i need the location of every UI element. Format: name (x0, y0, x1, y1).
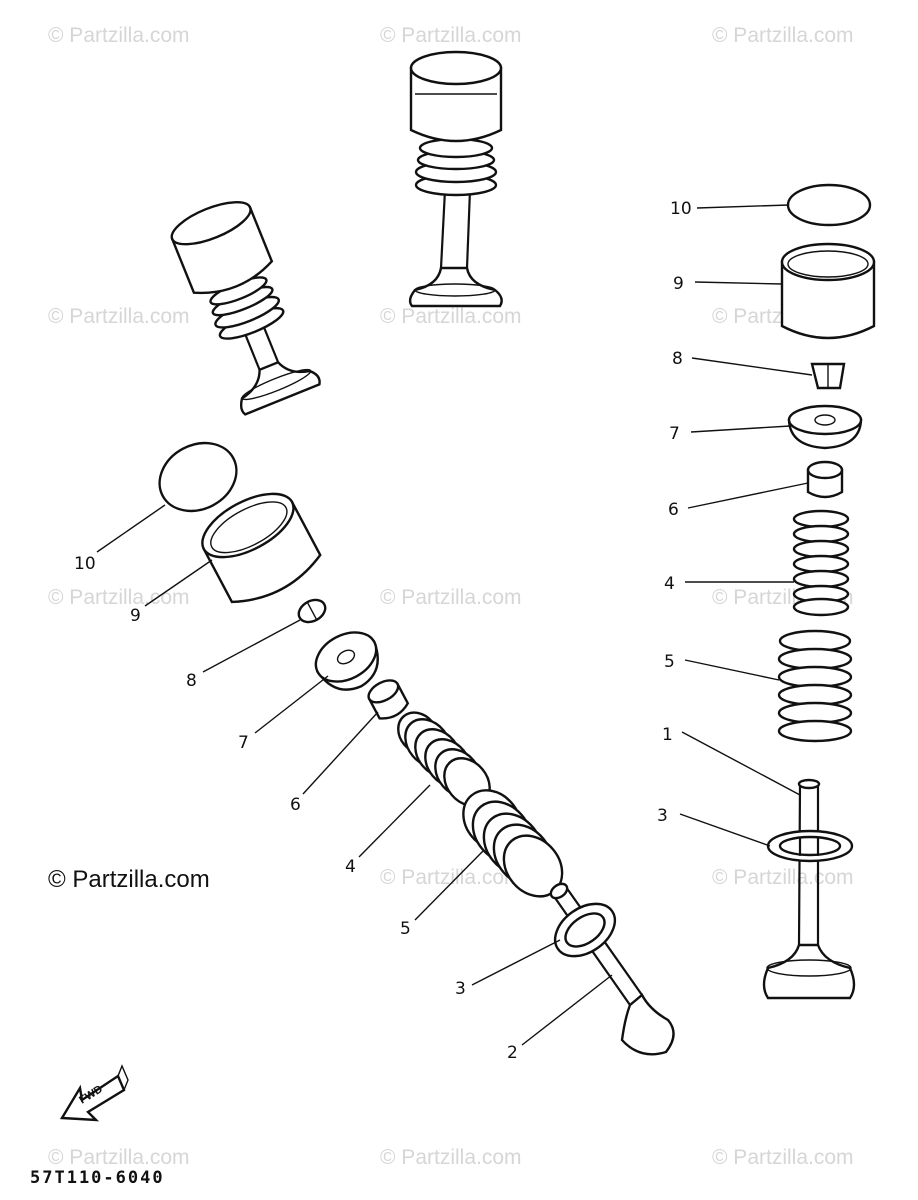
callout-8-right: 8 (672, 349, 683, 369)
bucket-part-9-right (780, 260, 876, 340)
watermark: © Partzilla.com (48, 305, 190, 328)
outer-spring-part-5-left (462, 789, 564, 898)
washer-part-3-left (553, 902, 617, 958)
watermark: © Partzilla.com (48, 586, 190, 609)
callout-7-left: 7 (238, 733, 249, 753)
bucket-part-9-left (201, 492, 322, 604)
shim-part-10-left (158, 441, 238, 513)
stem-seal-part-6-left (367, 679, 410, 720)
callout-3-right: 3 (657, 806, 668, 826)
callout-2-left: 2 (507, 1043, 518, 1063)
retainer-part-7-left (314, 631, 379, 691)
callout-3-left: 3 (455, 979, 466, 999)
callout-10-left: 10 (74, 554, 96, 574)
callout-5-left: 5 (400, 919, 411, 939)
inner-spring-part-4-right (792, 509, 850, 617)
fwd-arrow-icon: FWD (59, 1064, 129, 1122)
callout-labels: 10 9 8 7 6 4 5 1 3 10 9 8 7 6 4 5 3 2 (74, 199, 692, 1063)
callout-1-right: 1 (662, 725, 673, 745)
watermark: © Partzilla.com (380, 24, 522, 47)
watermark: © Partzilla.com (712, 24, 854, 47)
callout-4-right: 4 (664, 574, 675, 594)
watermark: © Partzilla.com (380, 866, 522, 889)
callout-6-right: 6 (668, 500, 679, 520)
diagram-part-number: 57T110-6040 (30, 1168, 165, 1188)
watermark: © Partzilla.com (48, 1146, 190, 1169)
washer-part-3-right (766, 829, 854, 863)
callout-4-left: 4 (345, 857, 356, 877)
keeper-part-8-left (297, 598, 327, 624)
left-diagonal-parts (158, 441, 675, 1056)
callout-8-left: 8 (186, 671, 197, 691)
outer-spring-part-5-right (777, 629, 853, 743)
valve-part-2-left (549, 882, 675, 1056)
copyright-watermark: © Partzilla.com (48, 866, 210, 893)
callout-9-left: 9 (130, 606, 141, 626)
inner-spring-part-4-left (397, 711, 491, 807)
shim-part-10-right (786, 183, 872, 227)
valve-part-1-right (762, 778, 856, 1000)
assembled-valve-upper-left (170, 201, 321, 416)
watermark: © Partzilla.com (712, 1146, 854, 1169)
watermark: © Partzilla.com (380, 305, 522, 328)
watermark: © Partzilla.com (380, 586, 522, 609)
callout-9-right: 9 (673, 274, 684, 294)
callout-10-right: 10 (670, 199, 692, 219)
leader-lines (96, 204, 813, 1046)
assembled-valve-top-center (408, 50, 503, 308)
watermark: © Partzilla.com (48, 24, 190, 47)
watermark: © Partzilla.com (380, 1146, 522, 1169)
right-column-parts (762, 183, 876, 1000)
callout-7-right: 7 (669, 424, 680, 444)
callout-6-left: 6 (290, 795, 301, 815)
callout-5-right: 5 (664, 652, 675, 672)
